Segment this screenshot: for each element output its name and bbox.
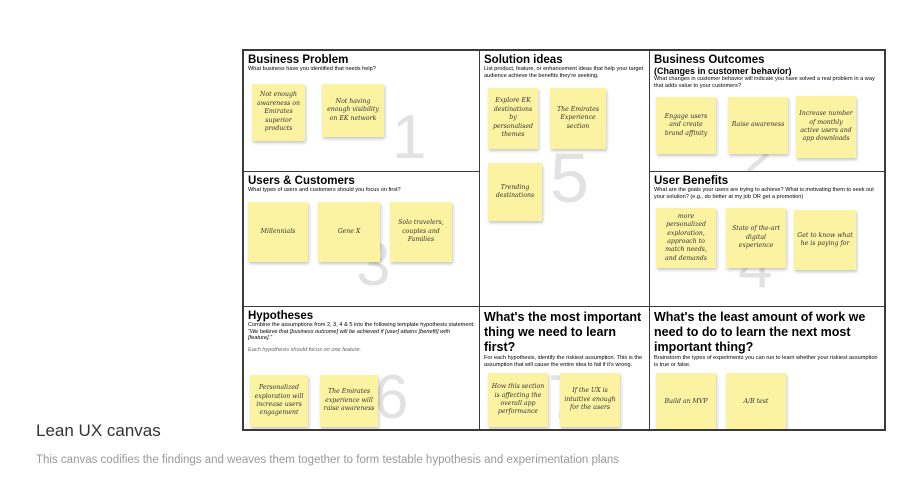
sticky-note[interactable]: The Emirates Experience section <box>550 88 606 149</box>
section-title: Hypotheses <box>248 310 314 322</box>
section-title: Users & Customers <box>248 175 355 187</box>
section-description: What changes in customer behavior will i… <box>654 76 875 89</box>
section-users-customers: Users & Customers What types of users an… <box>244 172 480 307</box>
sticky-note[interactable]: Not enough awareness on Emirates superio… <box>252 84 305 141</box>
sticky-note[interactable]: Raise awareness <box>728 97 788 154</box>
caption-description: This canvas codifies the findings and we… <box>36 454 620 466</box>
section-number: 1 <box>392 103 427 172</box>
sticky-note[interactable]: Get to know what he is paying for <box>794 210 856 270</box>
section-title: Business Outcomes <box>654 54 765 66</box>
section-least-work: What's the least amount of work we need … <box>650 307 884 429</box>
section-title: What's the most important thing we need … <box>484 310 642 354</box>
section-description: Combine the assumptions from 2, 3, 4 & 5… <box>248 322 475 328</box>
section-description: List product, feature, or enhancement id… <box>484 66 644 79</box>
sticky-note[interactable]: Gene X <box>318 202 380 262</box>
sticky-note[interactable]: The Emirates experience will raise aware… <box>320 375 378 427</box>
section-title: User Benefits <box>654 175 729 187</box>
sticky-note[interactable]: Build an MVP <box>656 373 716 429</box>
sticky-note[interactable]: Personalized exploration will increase u… <box>250 375 308 427</box>
sticky-note[interactable]: State of the-art digital experience <box>726 208 786 268</box>
section-learn-first: What's the most important thing we need … <box>480 307 650 429</box>
sticky-note[interactable]: Solo travelers, couples and Families <box>390 202 452 262</box>
section-description: What types of users and customers should… <box>248 187 401 193</box>
sticky-note[interactable]: If the UX is intuitive enough for the us… <box>560 373 620 427</box>
section-number: 6 <box>374 363 409 429</box>
section-user-benefits: User Benefits What are the goals your us… <box>650 172 884 307</box>
sticky-note[interactable]: Engage users and create brand affinity <box>656 97 716 154</box>
caption-title: Lean UX canvas <box>36 421 161 440</box>
hypothesis-template: “We believe that [business outcome] will… <box>248 328 450 342</box>
section-description: Brainstorm the types of experiments you … <box>654 355 878 368</box>
section-title: Solution ideas <box>484 54 563 66</box>
sticky-note[interactable]: Millennials <box>248 202 308 262</box>
sticky-note[interactable]: Trending destinations <box>488 163 542 221</box>
sticky-note[interactable]: A/B test <box>726 373 786 429</box>
section-solution-ideas: Solution ideas List product, feature, or… <box>480 51 650 307</box>
sticky-note[interactable]: Explore EK destinations by personalised … <box>488 88 538 149</box>
section-note: Each hypothesis should focus on one feat… <box>248 346 362 353</box>
section-description: What business have you identified that n… <box>248 66 376 72</box>
section-description: What are the goals your users are trying… <box>654 187 874 200</box>
section-title: What's the least amount of work we need … <box>654 310 866 354</box>
lean-ux-canvas: Business Problem What business have you … <box>242 49 886 431</box>
sticky-note[interactable]: more personalized exploration, approach … <box>656 208 716 268</box>
section-hypotheses: Hypotheses Combine the assumptions from … <box>244 307 480 429</box>
section-business-outcomes: Business Outcomes (Changes in customer b… <box>650 51 884 172</box>
sticky-note[interactable]: Increase number of monthly active users … <box>796 96 856 158</box>
sticky-note[interactable]: Not having enough visibility on EK netwo… <box>322 84 384 137</box>
section-description: For each hypothesis, identify the riskie… <box>484 355 643 368</box>
section-business-problem: Business Problem What business have you … <box>244 51 480 172</box>
section-number: 5 <box>550 139 589 217</box>
section-subtitle: (Changes in customer behavior) <box>654 66 792 76</box>
section-title: Business Problem <box>248 54 349 66</box>
sticky-note[interactable]: How this section is affecting the overal… <box>488 373 548 427</box>
